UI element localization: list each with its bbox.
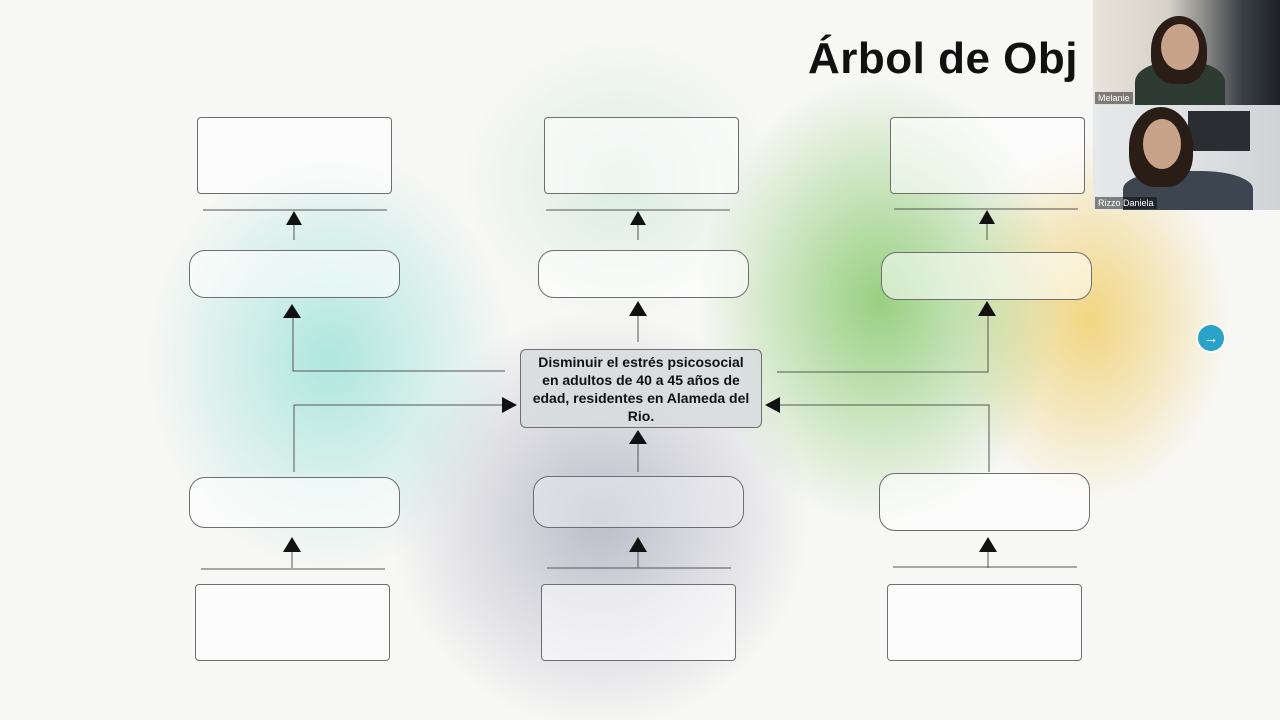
background-monitor xyxy=(1188,111,1250,151)
participant-face xyxy=(1143,119,1181,169)
end-box-center xyxy=(544,117,739,194)
root-box-left xyxy=(195,584,390,661)
effect-pill-right xyxy=(881,252,1092,300)
effect-pill-center xyxy=(538,250,749,298)
arrow-right-icon: → xyxy=(1203,329,1219,347)
end-box-right xyxy=(890,117,1085,194)
next-slide-button[interactable]: → xyxy=(1198,325,1224,351)
video-tile-melanie[interactable]: Melanie xyxy=(1093,0,1280,105)
central-objective-box: Disminuir el estrés psicosocial en adult… xyxy=(520,349,762,428)
video-tile-rizzo-daniela[interactable]: Rizzo Daniela xyxy=(1093,105,1280,210)
slide-title: Árbol de Obj xyxy=(808,34,1078,83)
means-pill-left xyxy=(189,477,400,528)
participant-name: Melanie xyxy=(1095,92,1133,104)
root-box-center xyxy=(541,584,736,661)
end-box-left xyxy=(197,117,392,194)
effect-pill-left xyxy=(189,250,400,298)
means-pill-center xyxy=(533,476,744,528)
participant-face xyxy=(1161,24,1199,70)
root-box-right xyxy=(887,584,1082,661)
means-pill-right xyxy=(879,473,1090,531)
participant-name: Rizzo Daniela xyxy=(1095,197,1157,209)
